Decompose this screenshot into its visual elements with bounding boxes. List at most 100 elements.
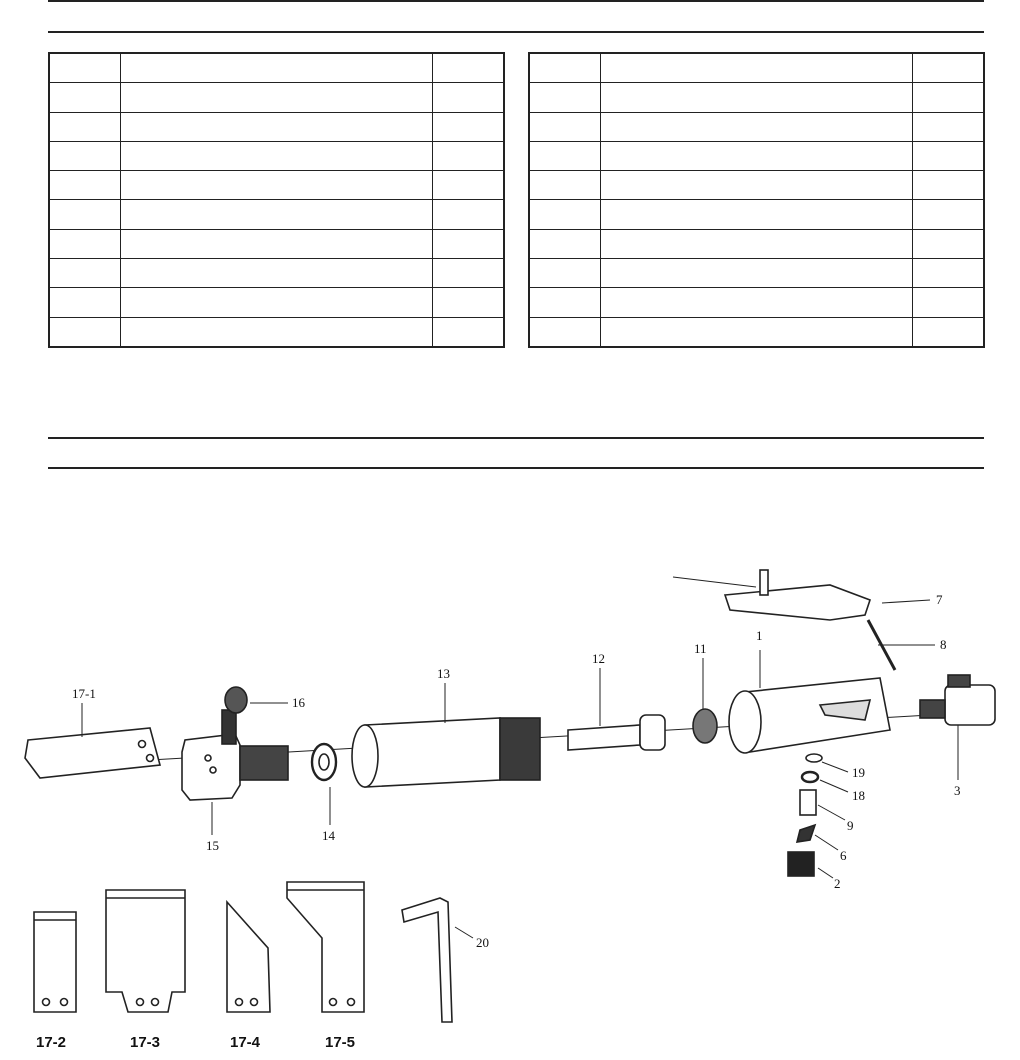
callout-9: 9 [847,818,854,833]
table-cell [912,228,985,260]
table-row [48,82,505,113]
table-cell [600,199,913,230]
callout-8: 8 [940,637,947,652]
table-cell [912,316,985,348]
table-cell [528,228,601,260]
table-cell [48,287,121,318]
table-cell [912,170,985,201]
table-row [48,287,505,318]
callout-20: 20 [476,935,489,950]
parts-table-left [48,52,505,348]
table-row [48,111,505,142]
screw-16-head [224,686,248,714]
parts-table-right [528,52,985,348]
table-cell [48,170,121,201]
table-cell [432,258,505,289]
fitting-3 [944,684,996,726]
housing-1 [744,677,891,753]
table-cell [912,287,985,318]
screw-16 [221,709,237,745]
table-cell [600,111,913,142]
table-cell [600,258,913,289]
table-cell [600,140,913,172]
table-cell [528,111,601,142]
table-cell [432,199,505,230]
table-cell [600,52,913,84]
blade-label-17-3: 17-3 [130,1034,160,1051]
table-cell [120,52,433,84]
top-rule-1 [48,0,984,2]
table-cell [528,82,601,113]
table-cell [48,111,121,142]
table-cell [528,170,601,201]
blade-17-5 [286,881,365,1013]
exploded-parts-diagram: 1 7 8 13 12 11 17-1 16 14 15 19 18 9 6 2… [24,569,996,1051]
callout-3: 3 [954,783,961,798]
valve-stem-9 [799,789,817,816]
blade-label-17-2: 17-2 [36,1034,66,1051]
table-cell [48,52,121,84]
blade-17-1 [24,727,162,779]
table-row [528,52,985,84]
table-cell [120,228,433,260]
callout-11: 11 [694,641,707,656]
table-row [528,140,985,172]
table-cell [48,316,121,348]
table-cell [48,228,121,260]
table-row [528,82,985,113]
table-cell [912,140,985,172]
table-cell [48,82,121,113]
blade-hole [145,753,155,763]
holder-hole [204,754,212,762]
hex-key-20 [401,897,453,1023]
table-cell [912,82,985,113]
callout-13: 13 [437,666,450,681]
table-cell [432,52,505,84]
table-cell [528,52,601,84]
table-cell [432,170,505,201]
callout-2: 2 [834,876,841,891]
table-cell [432,140,505,172]
table-row [48,258,505,289]
table-cell [120,111,433,142]
holder-thread [239,745,289,781]
blade-17-4 [226,899,271,1013]
bushing-11 [692,708,718,744]
table-row [48,228,505,260]
top-rule-2 [48,31,984,33]
callout-1: 1 [756,628,763,643]
table-cell [528,140,601,172]
trigger-lever-7 [723,584,872,621]
table-cell [48,199,121,230]
callout-19: 19 [852,765,865,780]
table-row [48,140,505,172]
table-cell [912,199,985,230]
barrel-13 [364,717,501,788]
blade-17-3 [105,889,186,1013]
table-row [528,111,985,142]
holder-hole [209,766,217,774]
table-cell [600,228,913,260]
valve-cap-2 [787,851,815,877]
piston-12 [567,724,641,751]
table-cell [600,82,913,113]
blade-hole [137,739,147,749]
table-cell [120,287,433,318]
table-cell [600,170,913,201]
table-cell [120,258,433,289]
blade-17-2 [33,911,77,1013]
table-cell [432,82,505,113]
table-cell [528,316,601,348]
table-cell [432,228,505,260]
mid-rule-2 [48,467,984,469]
table-cell [48,140,121,172]
table-cell [120,170,433,201]
oring-18 [800,770,820,784]
table-cell [432,287,505,318]
callout-16: 16 [292,695,306,710]
table-row [48,170,505,201]
barrel-thread [499,717,541,781]
callout-7: 7 [936,592,943,607]
table-row [528,258,985,289]
spring-6 [795,823,817,843]
